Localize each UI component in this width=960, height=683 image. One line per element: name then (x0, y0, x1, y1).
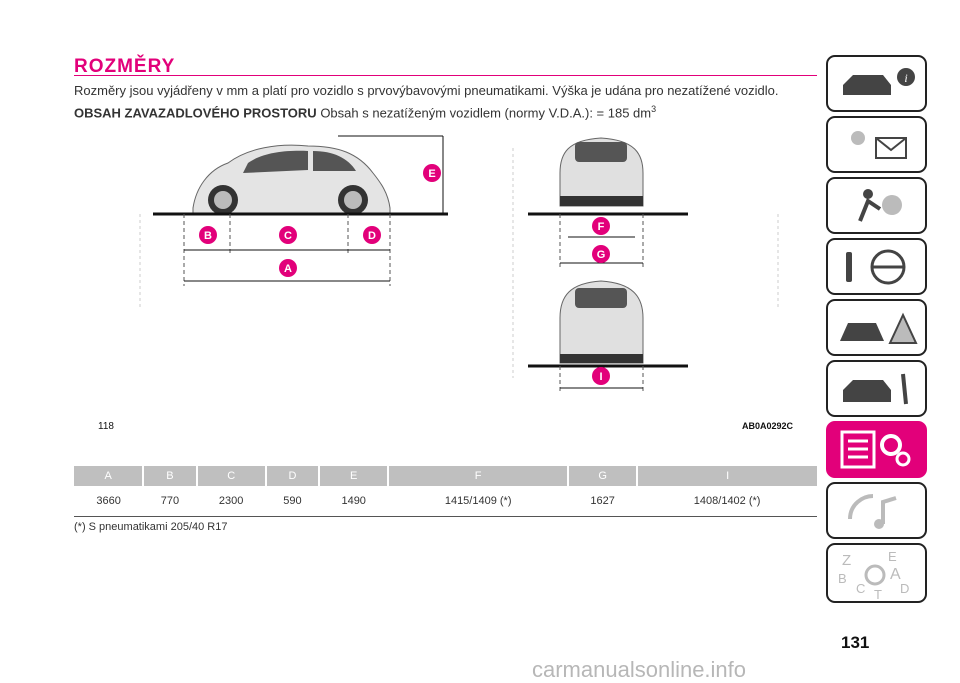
index-icon: Z E B A C D T (838, 549, 909, 601)
tab-starting[interactable] (826, 238, 927, 295)
col-header: E (319, 466, 390, 486)
table-cell: 770 (143, 486, 197, 517)
figure-number: 118 (98, 421, 114, 432)
dimensions-table: A B C D E F G I 3660 770 2300 590 1490 1… (74, 466, 817, 517)
svg-text:E: E (888, 549, 897, 564)
svg-text:D: D (900, 581, 909, 596)
multimedia-icon (848, 494, 897, 529)
table-cell: 2300 (196, 486, 266, 517)
intro-text: Rozměry jsou vyjádřeny v mm a platí pro … (74, 83, 779, 98)
col-header: I (637, 466, 817, 486)
watermark: carmanualsonline.info (532, 657, 747, 682)
technical-data-icon (840, 430, 911, 469)
car-front-view (559, 137, 644, 207)
marker-i: I (599, 371, 602, 383)
table-row: 3660 770 2300 590 1490 1415/1409 (*) 162… (74, 486, 817, 517)
lights-warning-icon (851, 131, 907, 159)
table-cell: 590 (265, 486, 320, 517)
table-cell: 1627 (568, 486, 638, 517)
cargo-unit-sup: 3 (651, 104, 657, 114)
dimensions-figure: E B C D A F G I (139, 135, 779, 393)
maintenance-icon (843, 373, 908, 405)
svg-text:A: A (890, 566, 901, 583)
col-header: B (143, 466, 198, 486)
marker-a: A (284, 263, 292, 275)
page-number: 131 (841, 633, 870, 652)
svg-text:C: C (856, 581, 865, 596)
page-title: ROZMĚRY (74, 56, 176, 77)
table-cell: 1490 (319, 486, 389, 517)
marker-e: E (428, 168, 435, 180)
table-header-row: A B C D E F G I (74, 466, 817, 486)
marker-d: D (368, 230, 376, 242)
tab-lights[interactable] (826, 116, 927, 173)
svg-text:B: B (838, 571, 847, 586)
marker-g: G (597, 249, 606, 261)
col-header: C (196, 466, 267, 486)
tab-maintenance[interactable] (826, 360, 927, 417)
cargo-label: OBSAH ZAVAZADLOVÉHO PROSTORU (74, 105, 317, 121)
tab-dashboard[interactable]: i (826, 55, 927, 112)
svg-text:T: T (874, 587, 882, 601)
svg-text:Z: Z (842, 552, 851, 569)
cargo-text: Obsah s nezatíženým vozidlem (normy V.D.… (320, 105, 652, 121)
table-cell: 3660 (74, 486, 144, 517)
table-cell: 1415/1409 (*) (388, 486, 568, 517)
table-footnote: (*) S pneumatikami 205/40 R17 (74, 521, 228, 533)
emergency-icon (840, 312, 918, 344)
table-cell: 1408/1402 (*) (637, 486, 817, 517)
svg-text:i: i (904, 71, 907, 85)
tab-technical-data[interactable] (826, 421, 927, 478)
tab-safety[interactable] (826, 177, 927, 234)
marker-c: C (284, 230, 292, 242)
marker-b: B (204, 230, 212, 242)
tab-emergency[interactable] (826, 299, 927, 356)
car-rear-view (559, 280, 644, 364)
starting-driving-icon (846, 249, 906, 285)
col-header: D (265, 466, 321, 486)
col-header: G (568, 466, 639, 486)
title-rule (74, 75, 817, 76)
tab-multimedia[interactable] (826, 482, 927, 539)
tab-index[interactable]: Z E B A C D T (826, 543, 927, 603)
cargo-capacity: OBSAH ZAVAZADLOVÉHO PROSTORU Obsah s nez… (74, 104, 656, 120)
marker-f: F (598, 221, 605, 233)
dashboard-info-icon: i (843, 68, 915, 95)
col-header: A (74, 466, 145, 486)
car-side-view (192, 144, 391, 215)
safety-airbag-icon (858, 189, 902, 222)
figure-code: AB0A0292C (742, 421, 794, 431)
col-header: F (388, 466, 569, 486)
